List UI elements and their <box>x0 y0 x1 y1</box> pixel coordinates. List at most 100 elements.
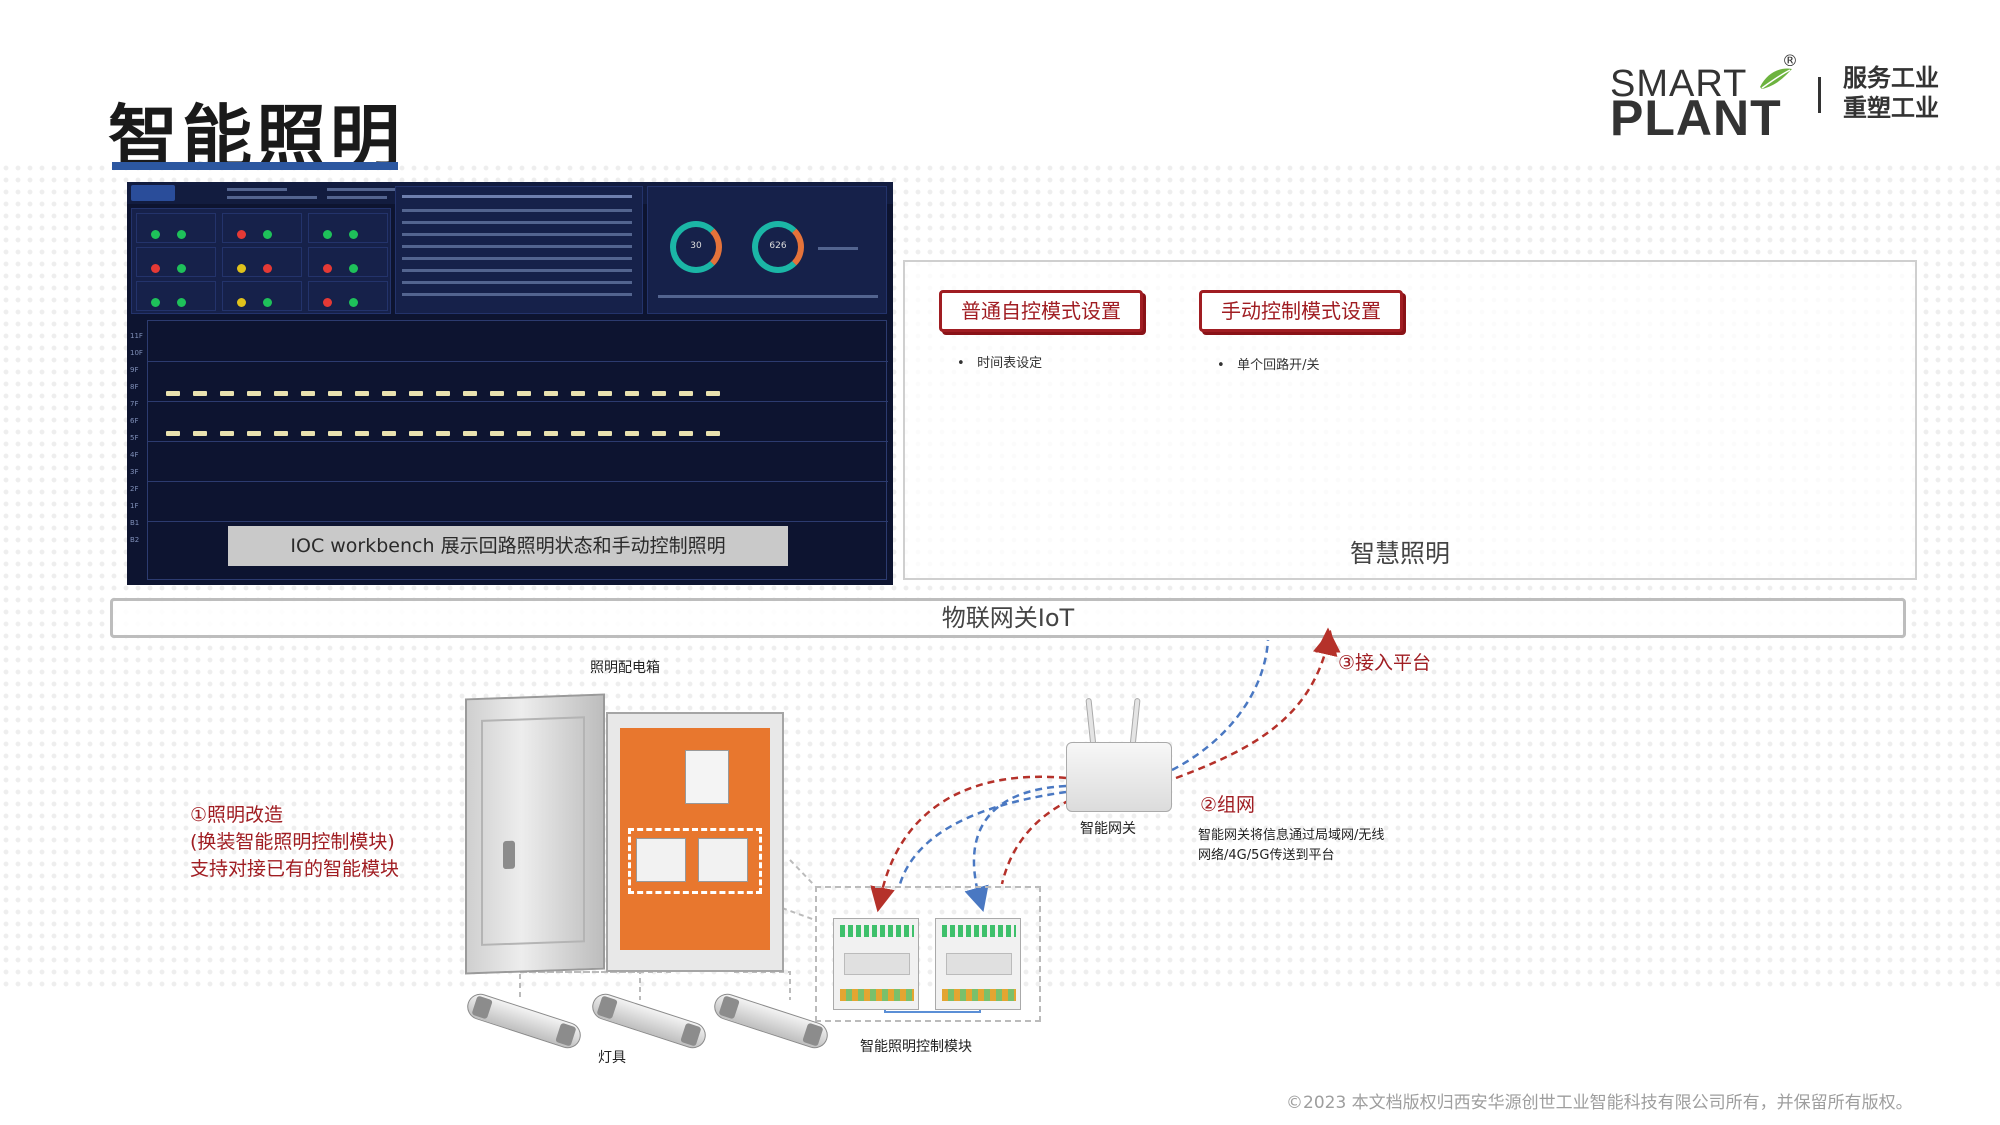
lamp-marker[interactable] <box>598 431 612 436</box>
table-row[interactable] <box>402 257 632 260</box>
lamps-label: 灯具 <box>598 1050 626 1066</box>
table-row[interactable] <box>402 269 632 272</box>
lamp-marker[interactable] <box>220 391 234 396</box>
table-row[interactable] <box>402 293 632 296</box>
lamp-marker[interactable] <box>652 431 666 436</box>
table-row[interactable] <box>402 233 632 236</box>
status-dot-green <box>349 230 358 239</box>
status-dot-green <box>263 230 272 239</box>
status-cell[interactable] <box>308 247 388 277</box>
floor-line <box>148 521 888 522</box>
lamp-marker[interactable] <box>625 431 639 436</box>
floor-label[interactable]: B2 <box>130 536 140 544</box>
lamp-marker[interactable] <box>220 431 234 436</box>
floor-label[interactable]: 3F <box>130 468 139 476</box>
lamp-marker[interactable] <box>301 431 315 436</box>
lamp-marker[interactable] <box>436 391 450 396</box>
lamp-marker[interactable] <box>571 391 585 396</box>
floor-line <box>148 481 888 482</box>
lamp-marker[interactable] <box>328 431 342 436</box>
lamp-marker[interactable] <box>625 391 639 396</box>
lamp-marker[interactable] <box>490 431 504 436</box>
lamp-marker[interactable] <box>652 391 666 396</box>
background-mask <box>0 90 2000 160</box>
floor-label[interactable]: 2F <box>130 485 139 493</box>
lamp-marker[interactable] <box>166 391 180 396</box>
lamp-marker[interactable] <box>517 391 531 396</box>
status-dot-red <box>237 230 246 239</box>
terminal-strip <box>942 989 1016 1001</box>
lamp-marker[interactable] <box>382 431 396 436</box>
status-cell[interactable] <box>222 247 302 277</box>
lamp-marker[interactable] <box>517 431 531 436</box>
status-cell[interactable] <box>136 213 216 243</box>
status-cell[interactable] <box>136 247 216 277</box>
table-row[interactable] <box>402 281 632 284</box>
lamp-marker[interactable] <box>355 391 369 396</box>
floor-label[interactable]: 8F <box>130 383 139 391</box>
lamp-marker[interactable] <box>355 431 369 436</box>
table-row[interactable] <box>402 221 632 224</box>
lamp-marker[interactable] <box>301 391 315 396</box>
table-row[interactable] <box>402 209 632 212</box>
leaf-icon <box>1760 68 1792 89</box>
floor-plan[interactable] <box>147 320 888 580</box>
network-title: ②组网 <box>1200 794 1256 816</box>
status-dot-green <box>349 298 358 307</box>
network-description: 智能网关将信息通过局域网/无线 网络/4G/5G传送到平台 <box>1198 826 1384 866</box>
manual-mode-settings-button[interactable]: 手动控制模式设置 <box>1199 290 1403 332</box>
lamp-marker[interactable] <box>571 431 585 436</box>
lamp-marker[interactable] <box>463 391 477 396</box>
logo-plant-text: PLANT <box>1610 90 1782 146</box>
floor-label[interactable]: B1 <box>130 519 140 527</box>
lamp-marker[interactable] <box>274 431 288 436</box>
floor-label[interactable]: 7F <box>130 400 139 408</box>
lamp-marker[interactable] <box>409 391 423 396</box>
floor-label[interactable]: 10F <box>130 349 143 357</box>
lamp-marker[interactable] <box>247 431 261 436</box>
control-module-label: 智能照明控制模块 <box>860 1039 972 1055</box>
lamp-marker[interactable] <box>544 391 558 396</box>
cabinet-interior <box>620 728 770 950</box>
floor-label[interactable]: 4F <box>130 451 139 459</box>
lamp-marker[interactable] <box>544 431 558 436</box>
header-text <box>327 188 397 191</box>
lamp-marker[interactable] <box>706 391 720 396</box>
lamp-marker[interactable] <box>193 431 207 436</box>
gauge-panel: 30 626 <box>647 186 887 314</box>
gauge-side-text <box>818 247 858 250</box>
status-cell[interactable] <box>136 281 216 311</box>
copyright-footer: ©2023 本文档版权归西安华源创世工业智能科技有限公司所有，并保留所有版权。 <box>1286 1093 1913 1113</box>
lamp-marker[interactable] <box>382 391 396 396</box>
floor-label[interactable]: 1F <box>130 502 139 510</box>
lamp-marker[interactable] <box>166 431 180 436</box>
status-cell[interactable] <box>222 281 302 311</box>
lamp-marker[interactable] <box>706 431 720 436</box>
status-cell[interactable] <box>308 213 388 243</box>
lamp-marker[interactable] <box>328 391 342 396</box>
header-text <box>227 196 317 199</box>
lamp-marker[interactable] <box>274 391 288 396</box>
status-cell[interactable] <box>222 213 302 243</box>
slogan-line-2: 重塑工业 <box>1843 94 1939 122</box>
floor-label[interactable]: 11F <box>130 332 143 340</box>
retrofit-support: 支持对接已有的智能模块 <box>190 858 400 880</box>
table-row[interactable] <box>402 245 632 248</box>
lamp-marker[interactable] <box>490 391 504 396</box>
lamp-marker[interactable] <box>193 391 207 396</box>
floor-label[interactable]: 5F <box>130 434 139 442</box>
lamp-marker[interactable] <box>463 431 477 436</box>
lamp-marker[interactable] <box>409 431 423 436</box>
floor-line <box>148 361 888 362</box>
status-cell[interactable] <box>308 281 388 311</box>
lamp-marker[interactable] <box>598 391 612 396</box>
dashboard-logo <box>131 185 175 201</box>
lamp-marker[interactable] <box>679 431 693 436</box>
floor-label[interactable]: 9F <box>130 366 139 374</box>
lamp-marker[interactable] <box>679 391 693 396</box>
lamp-marker[interactable] <box>247 391 261 396</box>
floor-label[interactable]: 6F <box>130 417 139 425</box>
auto-mode-settings-button[interactable]: 普通自控模式设置 <box>939 290 1143 332</box>
lamp-marker[interactable] <box>436 431 450 436</box>
